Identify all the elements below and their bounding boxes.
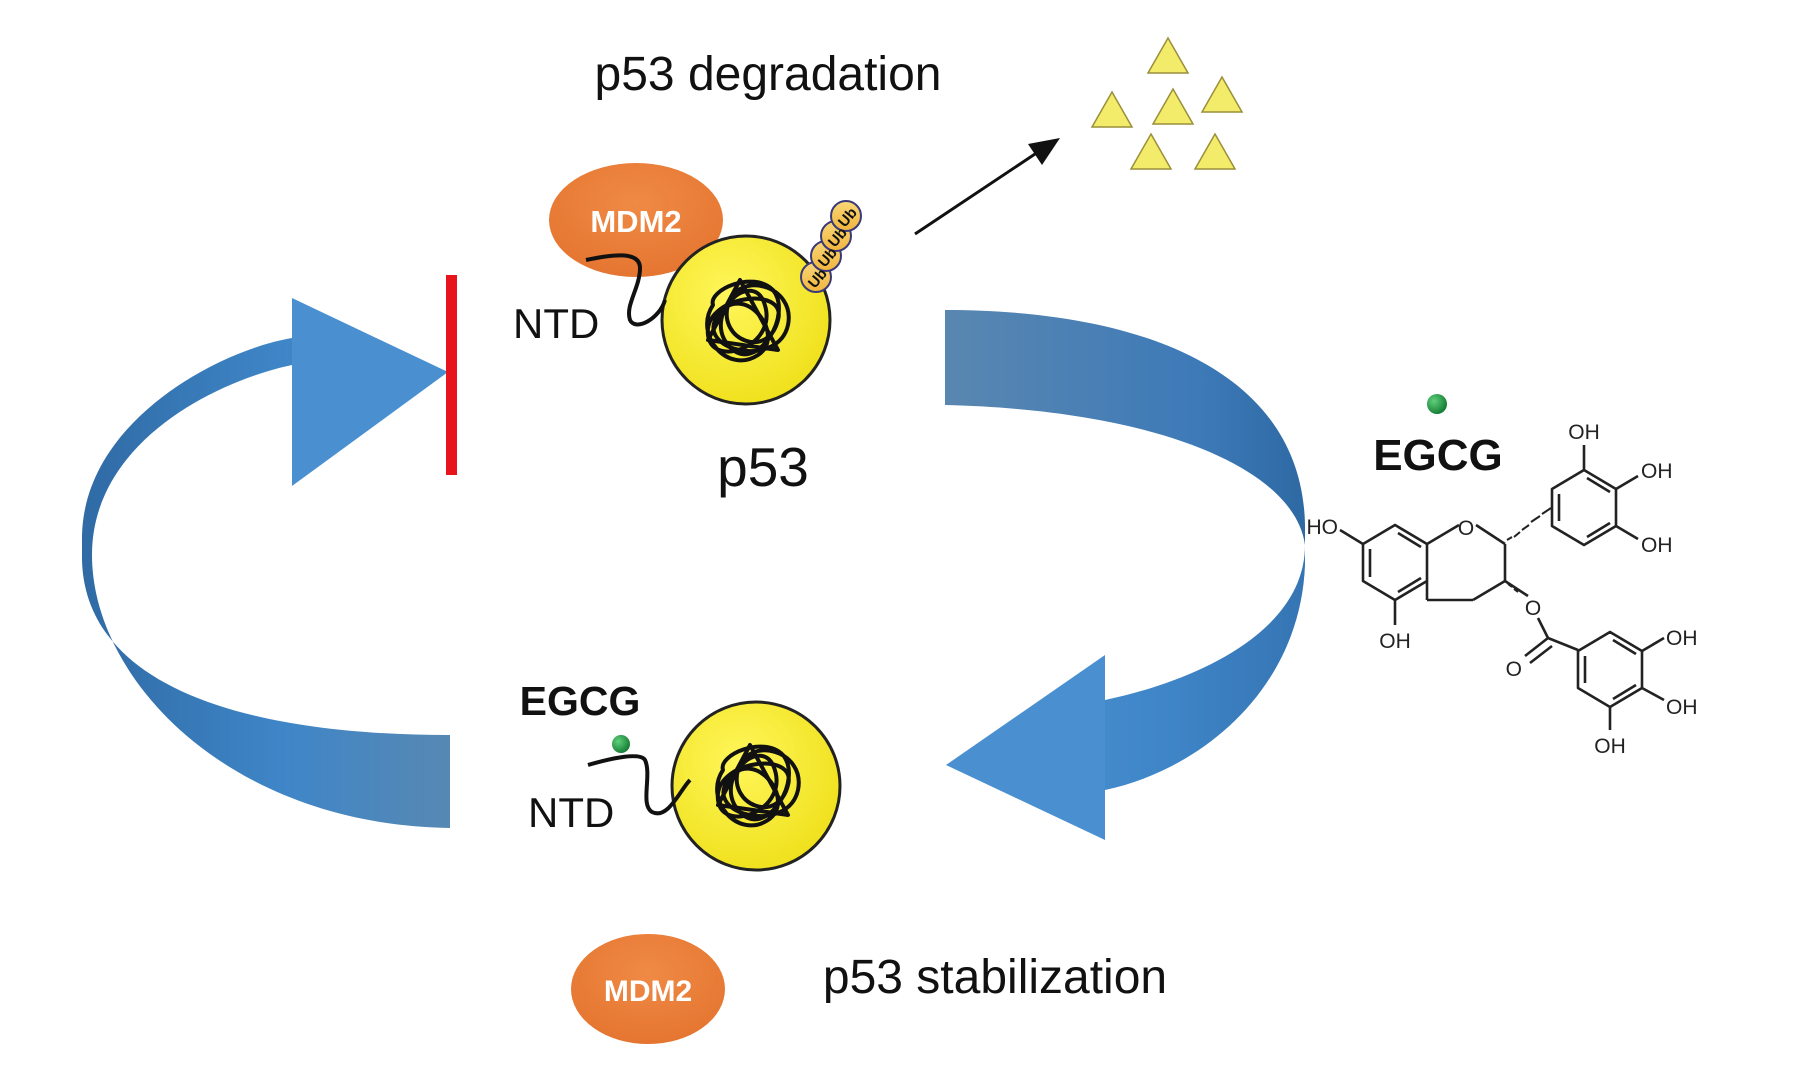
mdm2-free-label: MDM2: [604, 975, 692, 1008]
atom-oh-gallate-mid: OH: [1666, 696, 1698, 719]
left-cycle-arrow-band: [82, 338, 450, 828]
egcg-right-label: EGCG: [1373, 431, 1503, 480]
atom-oh-right-lower: OH: [1641, 534, 1673, 557]
left-cycle-arrow-head: [292, 298, 448, 486]
ntd-tail-top: [585, 253, 667, 327]
mdm2-top: [549, 163, 723, 277]
right-cycle-arrow-band-lower: [1105, 545, 1305, 790]
ntd-top-label: NTD: [513, 300, 599, 347]
ntd-bottom-label: NTD: [528, 789, 614, 836]
p53-mdm2-complex: MDM2 Ub Ub Ub Ub: [549, 163, 862, 406]
egcg-atom-labels: O HO OH OH OH OH O O OH OH OH: [1307, 421, 1698, 758]
p53-egcg-complex: [587, 700, 842, 872]
atom-oh-gallate-top: OH: [1666, 627, 1698, 650]
p53-top-domain: [660, 234, 832, 406]
atom-oh-top: OH: [1568, 421, 1600, 444]
atom-o-carbonyl: O: [1506, 658, 1522, 681]
right-cycle-arrow-band: [945, 310, 1305, 545]
atom-oh-bottom-a: OH: [1379, 630, 1411, 653]
degradation-label: p53 degradation: [595, 48, 942, 101]
degradation-arrow: [914, 138, 1060, 236]
stereo-bonds: [1506, 507, 1552, 593]
mdm2-free: [571, 934, 725, 1044]
atom-oh-gallate-bottom: OH: [1594, 735, 1626, 758]
p53-bottom-domain: [670, 700, 842, 872]
egcg-bottom-label: EGCG: [520, 678, 641, 724]
degraded-p53-fragments: [1091, 37, 1243, 170]
p53-label: p53: [717, 436, 809, 498]
egcg-structure: [1339, 445, 1665, 730]
stabilization-label: p53 stabilization: [823, 951, 1167, 1004]
ntd-tail-bottom: [587, 754, 692, 816]
egcg-bead-right: [1427, 394, 1447, 414]
atom-ho-left: HO: [1307, 516, 1339, 539]
atom-o-ring: O: [1458, 517, 1474, 540]
mdm2-top-label: MDM2: [590, 204, 681, 239]
right-cycle-arrow-head: [946, 655, 1105, 840]
egcg-bead-bottom: [612, 735, 630, 753]
atom-o-ester: O: [1525, 597, 1541, 620]
ubiquitin-chain: Ub Ub Ub Ub: [800, 200, 862, 293]
atom-oh-right-upper: OH: [1641, 460, 1673, 483]
inhibition-bar: [446, 275, 457, 475]
